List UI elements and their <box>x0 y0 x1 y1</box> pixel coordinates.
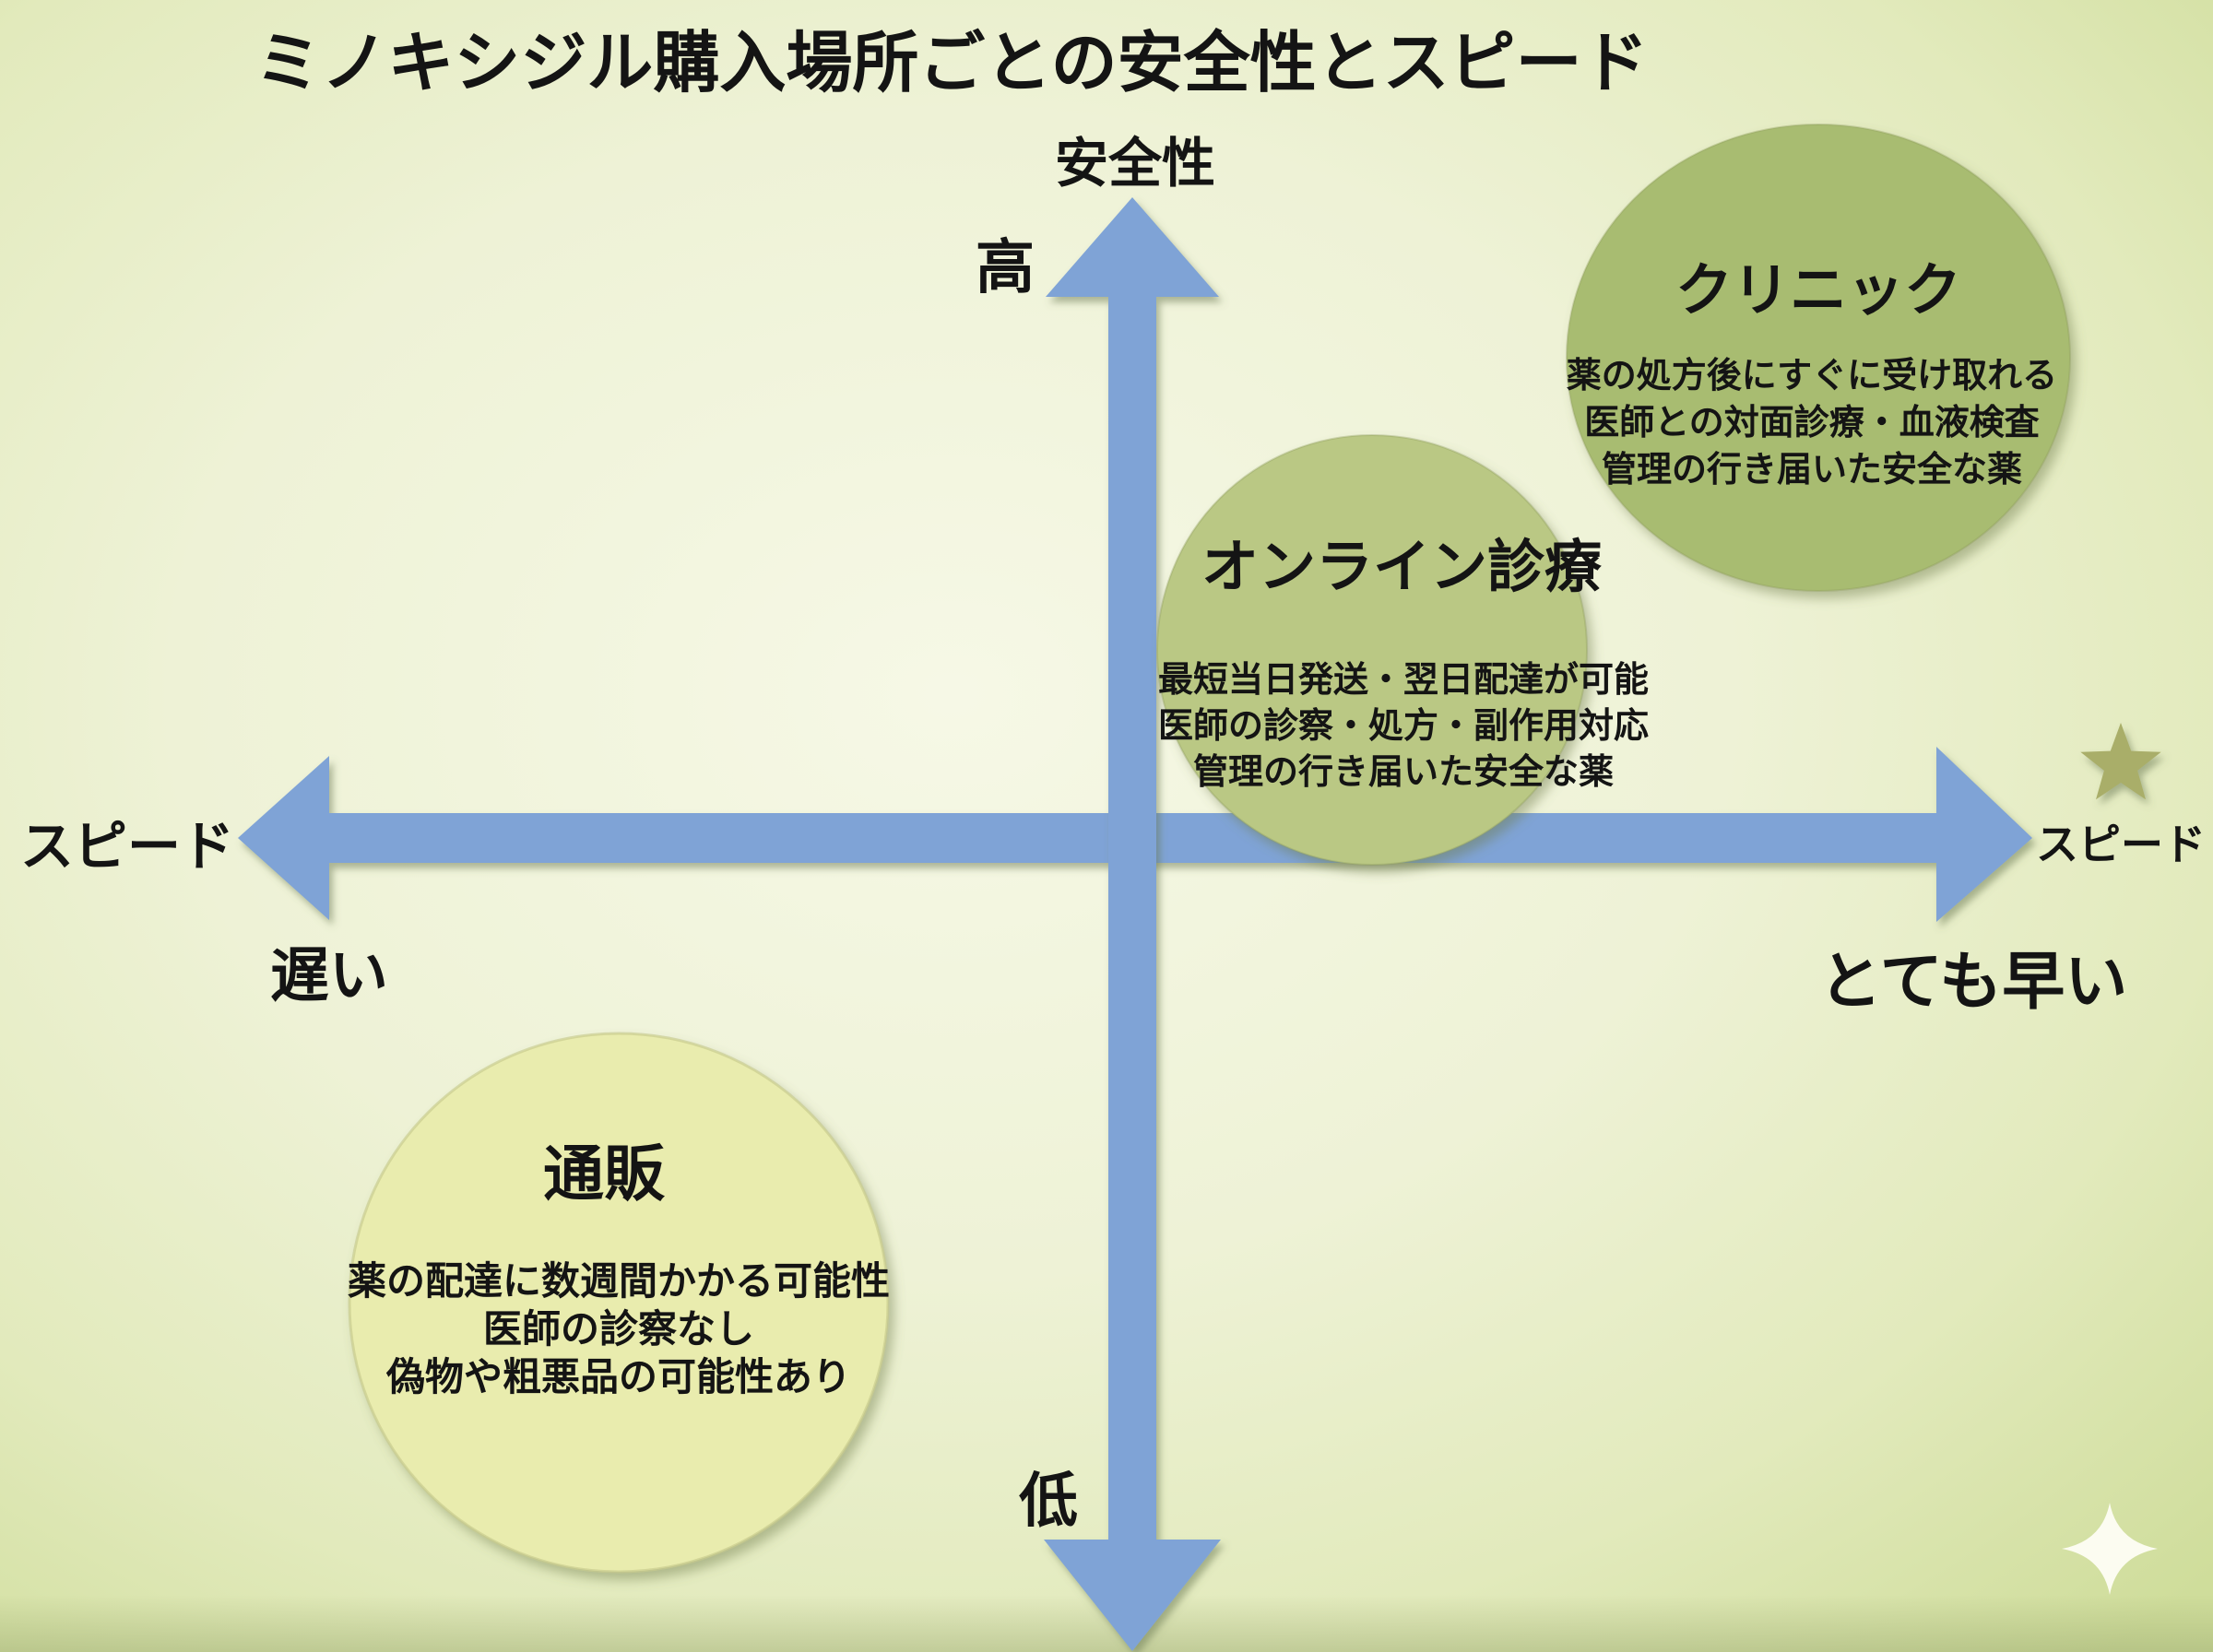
speed-fast-label: とても早い <box>1819 947 2128 1017</box>
online-clinic-bubble-title: オンライン診療 <box>1201 536 1602 599</box>
safety-axis-label: 安全性 <box>1055 134 1215 194</box>
star-icon <box>2080 723 2161 800</box>
mail-order-bubble-line: 医師の診察なし <box>483 1307 754 1351</box>
online-clinic-bubble-line: 医師の診察・処方・副作用対応 <box>1158 707 1649 746</box>
speed-slow-label: 遅い <box>270 942 388 1009</box>
safety-low-label: 低 <box>1019 1468 1078 1534</box>
sparkle-icon <box>2062 1503 2158 1595</box>
online-clinic-bubble-line: 管理の行き届いた安全な薬 <box>1193 752 1614 792</box>
clinic-bubble-line: 薬の処方後にすぐに受け取れる <box>1567 357 2057 395</box>
speed-axis-label-left: スピード <box>20 817 234 877</box>
speed-axis-label-right: スピード <box>2036 820 2206 868</box>
mail-order-bubble-title: 通販 <box>543 1139 666 1208</box>
safety-high-label: 高 <box>976 234 1035 301</box>
page-title: ミノキシジル購入場所ごとの安全性とスピード <box>254 27 1648 100</box>
online-clinic-bubble <box>1156 434 1588 866</box>
clinic-bubble-title: クリニック <box>1675 259 1961 323</box>
mail-order-bubble-line: 薬の配達に数週間かかる可能性 <box>348 1259 890 1303</box>
safety-axis-arrow <box>1044 197 1221 1651</box>
clinic-bubble <box>1566 124 2071 592</box>
clinic-bubble-line: 管理の行き届いた安全な薬 <box>1602 450 2022 490</box>
clinic-bubble-line: 医師との対面診療・血液検査 <box>1584 404 2040 442</box>
mail-order-bubble-line: 偽物や粗悪品の可能性あり <box>385 1355 851 1398</box>
mail-order-bubble <box>348 1032 890 1574</box>
online-clinic-bubble-line: 最短当日発送・翌日配達が可能 <box>1158 661 1649 700</box>
